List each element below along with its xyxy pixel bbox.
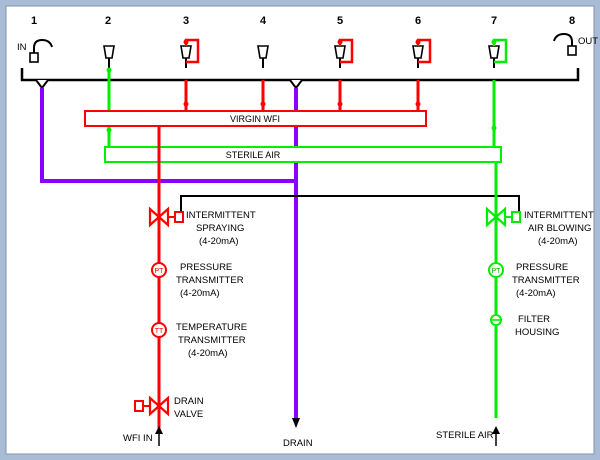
column-number-8: 8 xyxy=(569,15,575,27)
temperature-transmitter-label: TRANSMITTER xyxy=(178,335,246,346)
column-number-2: 2 xyxy=(105,15,111,27)
control-signal-line xyxy=(180,195,520,216)
intermittent-spraying-label: INTERMITTENT xyxy=(186,210,256,221)
pressure-transmitter-right-label: TRANSMITTER xyxy=(512,275,580,286)
drain-line-left xyxy=(40,88,296,183)
wfi-dot xyxy=(183,39,189,45)
column-number-4: 4 xyxy=(260,15,267,27)
intermittent-air-blowing-label: (4-20mA) xyxy=(538,236,578,247)
filter-housing-icon xyxy=(490,314,502,326)
sterile-air-in-label: STERILE AIR xyxy=(436,430,494,441)
wfi-in-label: WFI IN xyxy=(123,433,153,444)
pressure-transmitter-left-icon: PT xyxy=(151,262,167,278)
column-number-3: 3 xyxy=(183,15,189,27)
diagram-canvas xyxy=(5,5,595,455)
wfi-dot xyxy=(337,39,343,45)
tt-tag: TT xyxy=(155,328,164,335)
pt-tag: PT xyxy=(492,268,502,275)
intermittent-spraying-valve-icon xyxy=(148,206,184,228)
nozzle-icon xyxy=(257,45,269,68)
temperature-transmitter-icon: TT xyxy=(151,322,167,338)
out-port-label: OUT xyxy=(578,36,598,47)
drain-label: DRAIN xyxy=(283,438,313,449)
temperature-transmitter-label: (4-20mA) xyxy=(188,348,228,359)
in-port-label: IN xyxy=(17,42,27,53)
in-port-icon xyxy=(29,38,53,63)
wfi-dot xyxy=(415,39,421,45)
intermittent-spraying-label: (4-20mA) xyxy=(199,236,239,247)
filter-housing-label: FILTER xyxy=(518,314,550,325)
up-arrow-icon xyxy=(492,426,500,434)
intermittent-air-blowing-valve-icon xyxy=(485,206,521,228)
intermittent-air-blowing-label: INTERMITTENT xyxy=(524,210,594,221)
column-number-7: 7 xyxy=(491,15,497,27)
pressure-transmitter-right-icon: PT xyxy=(488,262,504,278)
pressure-transmitter-left-label: TRANSMITTER xyxy=(176,275,244,286)
column-number-5: 5 xyxy=(337,15,343,27)
pressure-transmitter-right-label: (4-20mA) xyxy=(516,288,556,299)
virgin-wfi-header xyxy=(84,110,427,127)
pressure-transmitter-right-label: PRESSURE xyxy=(516,262,568,273)
pressure-transmitter-left-label: PRESSURE xyxy=(180,262,232,273)
filter-housing-label: HOUSING xyxy=(515,327,559,338)
pressure-transmitter-left-label: (4-20mA) xyxy=(180,288,220,299)
drain-valve-icon xyxy=(134,395,170,417)
intermittent-spraying-label: SPRAYING xyxy=(196,223,244,234)
down-arrow-icon xyxy=(292,418,300,428)
out-port-icon xyxy=(553,32,577,56)
drain-valve-label: DRAIN xyxy=(174,396,204,407)
virgin-wfi-label: VIRGIN WFI xyxy=(230,114,280,124)
nozzle-icon xyxy=(103,45,115,68)
column-number-1: 1 xyxy=(31,15,37,27)
intermittent-air-blowing-label: AIR BLOWING xyxy=(528,223,591,234)
temperature-transmitter-label: TEMPERATURE xyxy=(176,322,247,333)
sterile-air-header xyxy=(104,146,502,163)
up-arrow-icon xyxy=(155,426,163,434)
sterile-air-label: STERILE AIR xyxy=(226,150,281,160)
column-number-6: 6 xyxy=(415,15,421,27)
drain-valve-label: VALVE xyxy=(174,409,203,420)
pt-tag: PT xyxy=(155,268,165,275)
air-dot xyxy=(491,39,497,45)
